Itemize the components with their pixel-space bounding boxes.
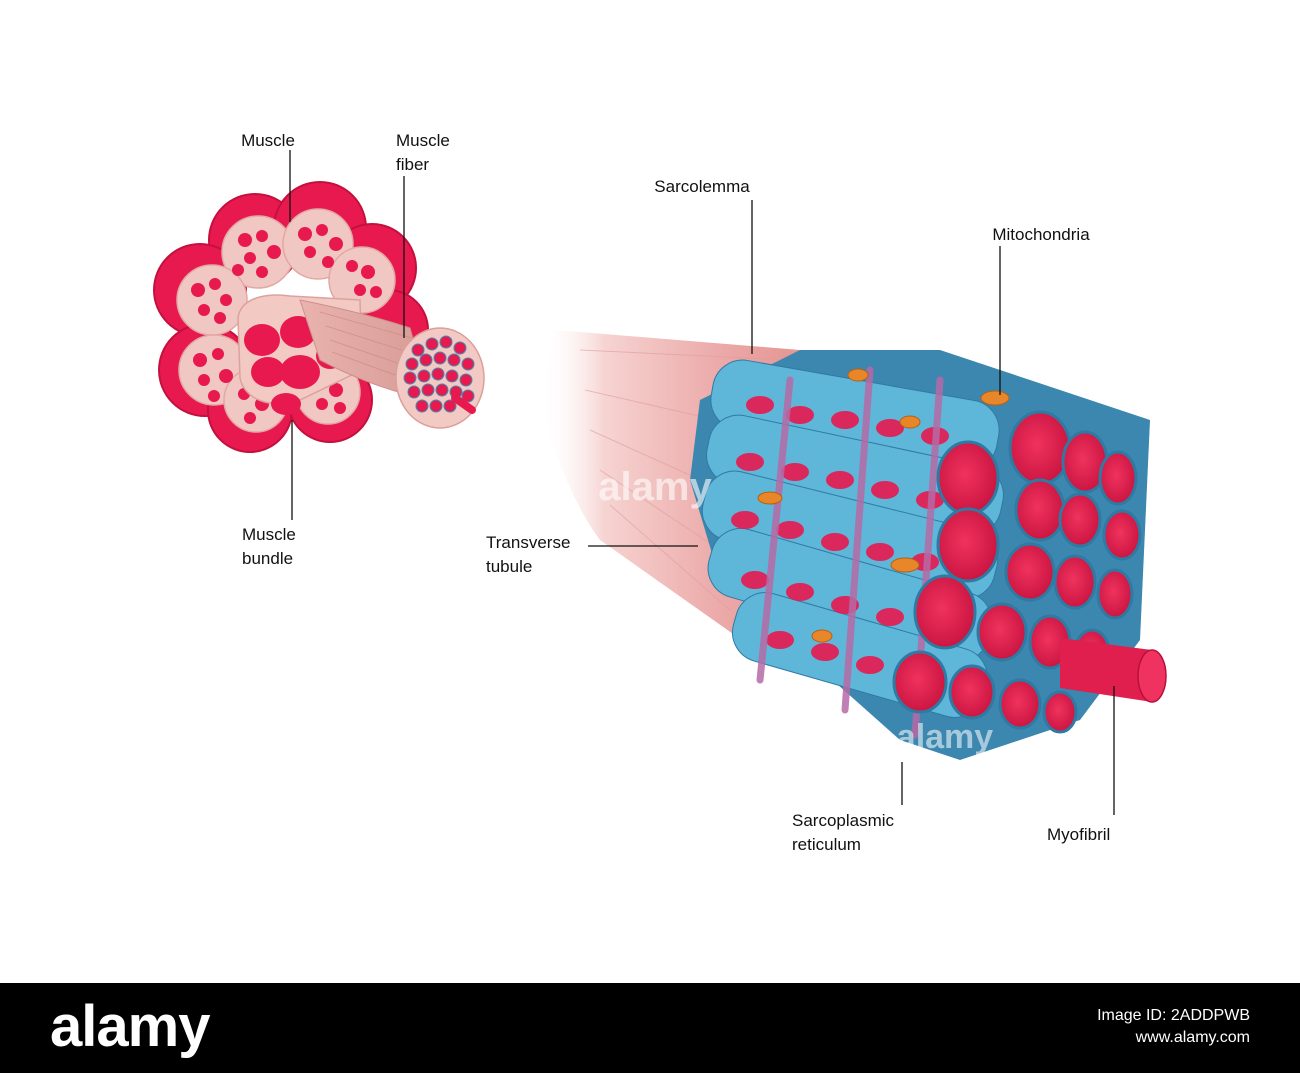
label-muscle-bundle-line2: bundle (242, 549, 293, 568)
myofibril-rod (1060, 638, 1167, 703)
leader-lines (289, 150, 1115, 815)
stock-footer-bar: alamy Image ID: 2ADDPWB www.alamy.com (0, 983, 1300, 1073)
label-myofibril: Myofibril (1047, 825, 1110, 844)
labels: Muscle Muscle fiber Muscle bundle Sarcol… (241, 131, 1110, 854)
muscle-cross-section (153, 181, 485, 453)
label-sarcoplasmic-reticulum-line1: Sarcoplasmic (792, 811, 895, 830)
label-transverse-tubule-line1: Transverse (486, 533, 570, 552)
label-mitochondria: Mitochondria (992, 225, 1090, 244)
footer-site: www.alamy.com (1135, 1029, 1250, 1046)
label-muscle-bundle-line1: Muscle (242, 525, 296, 544)
footer-image-id: Image ID: 2ADDPWB (1097, 1007, 1250, 1024)
watermark-bottom: alamy (897, 718, 993, 756)
myofibril-end-caps (892, 410, 1142, 734)
watermark-top: alamy (598, 465, 712, 509)
label-muscle-fiber-line1: Muscle (396, 131, 450, 150)
label-muscle-fiber-line2: fiber (396, 155, 429, 174)
muscle-anatomy-illustration: alamy alamy Muscle Muscle fiber Muscle b… (153, 131, 1167, 854)
footer-logo: alamy (50, 994, 210, 1059)
label-sarcoplasmic-reticulum-line2: reticulum (792, 835, 861, 854)
label-muscle: Muscle (241, 131, 295, 150)
label-transverse-tubule-line2: tubule (486, 557, 532, 576)
muscle-fiber-detail (540, 330, 1167, 760)
label-sarcolemma: Sarcolemma (654, 177, 750, 196)
